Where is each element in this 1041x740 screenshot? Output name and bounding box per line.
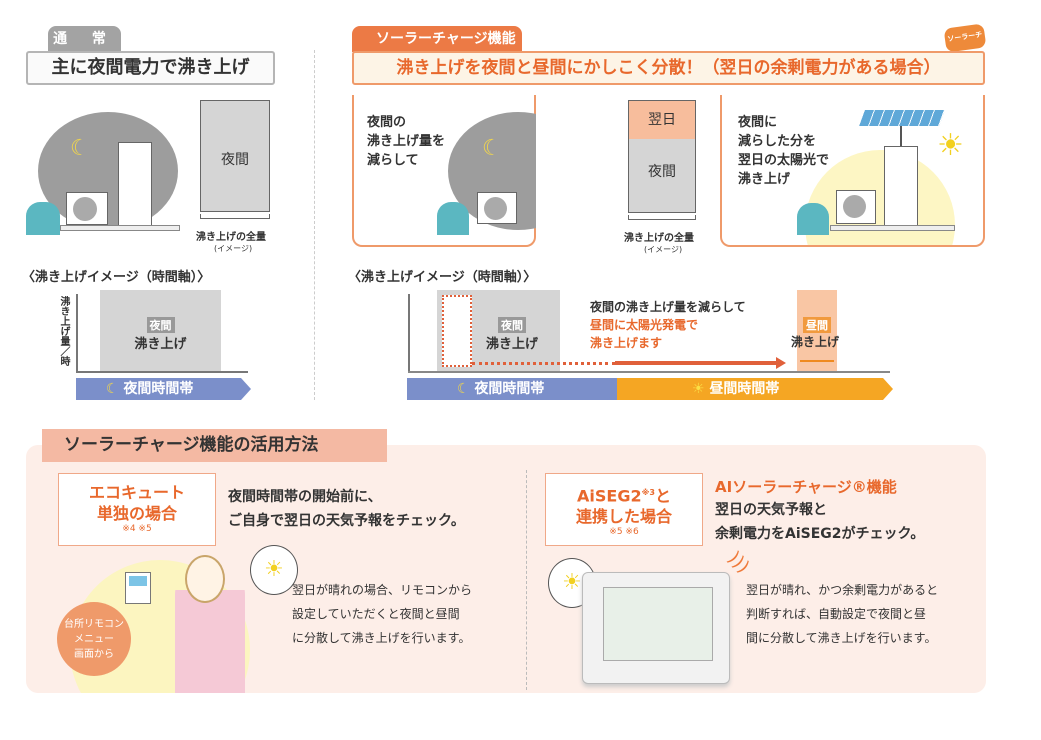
sun-icon: ☀ [937,128,964,163]
night-block-label: 沸き上げ [486,337,539,352]
bracket [628,215,696,220]
solar-charge-logo: ソーラーチャージ [943,23,987,64]
right-panel-text: 夜間に減らした分を翌日の太陽光で沸き上げ [738,115,830,187]
night-badge: 夜間 [146,317,175,333]
monitor-screen [603,587,713,661]
heat-pump-unit [477,192,517,224]
woman-head [185,555,225,603]
heat-pump-unit [66,192,108,225]
shift-text: 夜間の沸き上げ量を減らして昼間に太陽光発電で沸き上げます [590,300,746,350]
eco-headline: 夜間時間帯の開始前に、ご自身で翌日の天気予報をチェック。 [228,489,465,529]
band-arrow [241,378,251,400]
eco-box: エコキュート 単独の場合 ※4 ※5 [58,473,216,546]
total-label: 沸き上げの全量 [196,232,266,243]
solar-heading: 沸き上げを夜間と昼間にかしこく分散！（翌日の余剰電力がある場合） [352,51,985,85]
day-band-label: 昼間時間帯 [709,381,780,397]
usage-title: ソーラーチャージ機能の活用方法 [42,429,387,462]
image-note: (イメージ) [214,244,253,253]
night-block-text: 夜間沸き上げ [486,314,538,352]
remote-controller [125,572,151,604]
moon-icon: ☾ [70,136,90,161]
x-axis [408,371,890,373]
total-label: 沸き上げの全量 [624,233,694,244]
sun-icon: ☀ [692,381,710,397]
aiseg-headline: 翌日の天気予報と余剰電力をAiSEG2がチェック。 [715,502,925,542]
heat-pump-unit [836,190,876,224]
shift-arrow-dotted [472,362,615,365]
moon-icon: ☾ [106,381,124,397]
usage-divider [526,470,527,690]
normal-tab: 通 常 [48,26,121,52]
left-panel-text: 夜間の沸き上げ量を減らして [367,115,446,168]
ground [60,225,180,231]
y-axis-label: 沸き上げ量／時 [58,296,69,366]
aiseg-notes: ※5 ※6 [609,527,639,538]
bush [26,202,60,235]
ground [830,225,955,231]
eco-box-line1: エコキュート [88,483,185,502]
day-band: ☀ 昼間時間帯 [617,378,883,400]
next-day-part: 翌日 [629,101,695,139]
eco-body: 翌日が晴れの場合、リモコンから設定していただくと夜間と昼間に分散して沸き上げを行… [292,583,473,645]
night-scene-circle [38,112,178,230]
aiseg-to: と [654,486,671,506]
solar-tab: ソーラーチャージ機能 [352,26,522,52]
double-arrow [800,360,834,362]
night-block: 夜間沸き上げ [100,290,221,371]
aiseg-name: AiSEG2 [577,486,642,506]
split-bar: 翌日 夜間 [628,100,696,213]
night-part: 夜間 [629,139,695,212]
right-panel [720,95,985,247]
solar-panel [859,110,945,126]
y-axis [76,294,78,373]
total-bar: 夜間 [200,100,270,212]
night-badge: 夜間 [498,317,526,333]
night-band-label: 夜間時間帯 [123,381,194,397]
arrow-head [776,357,786,369]
bracket [200,214,270,219]
day-badge: 昼間 [803,317,831,333]
bush [437,202,469,235]
bush [797,203,829,235]
night-scene-circle [448,112,536,230]
image-note: (イメージ) [644,245,683,254]
moon-icon: ☾ [457,381,475,397]
normal-heading: 主に夜間電力で沸き上げ [26,51,275,85]
y-axis [408,294,410,373]
night-band: ☾ 夜間時間帯 [407,378,617,400]
day-block-label: 沸き上げ [791,335,840,349]
aiseg-body: 翌日が晴れ、かつ余剰電力があると判断すれば、自動設定で夜間と昼間に分散して沸き上… [746,583,939,645]
aiseg-box: AiSEG2※3と 連携した場合 ※5 ※6 [545,473,703,546]
night-block-label: 沸き上げ [134,337,187,352]
panel-pole [900,126,902,146]
day-block: 昼間沸き上げ [791,290,839,371]
aiseg-box-line2: 連携した場合 [575,507,672,527]
x-axis [76,371,248,373]
kitchen-remote-menu-badge: 台所リモコンメニュー画面から [57,602,131,676]
moon-icon: ☾ [482,136,502,161]
water-tank [884,146,918,226]
shift-arrow [615,361,777,365]
ai-solar-title: AIソーラーチャージ®機能 [715,478,897,496]
night-band-label: 夜間時間帯 [474,381,545,397]
band-arrow [883,378,893,400]
timeline-title: 〈沸き上げイメージ（時間軸）〉 [22,270,211,285]
timeline-title: 〈沸き上げイメージ（時間軸）〉 [348,270,537,285]
eco-notes: ※4 ※5 [122,524,152,534]
sun-bubble: ☀ [250,545,298,595]
woman-illustration [175,590,245,693]
eco-box-line2: 単独の場合 [96,504,177,523]
divider [314,50,315,400]
aiseg-sup: ※3 [641,488,655,497]
night-band-arrow [607,378,617,400]
night-band: ☾ 夜間時間帯 [76,378,241,400]
water-tank [118,142,152,226]
aiseg-monitor [582,572,730,684]
reduced-area [442,295,472,367]
